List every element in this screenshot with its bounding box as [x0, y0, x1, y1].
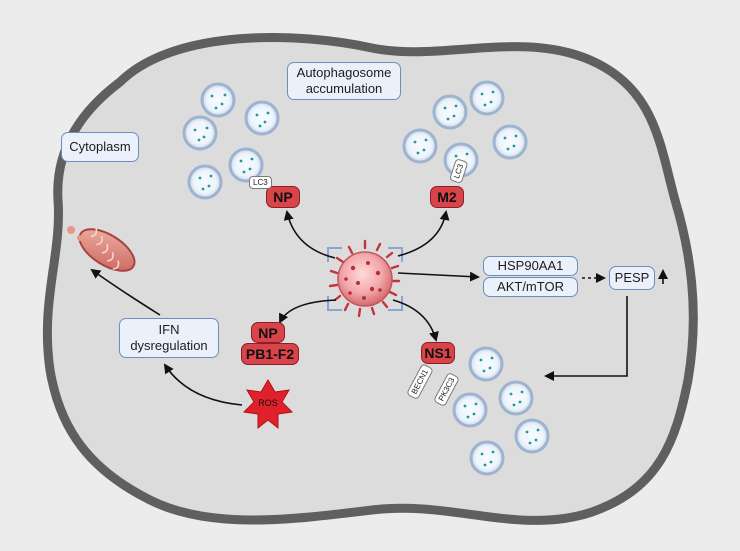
ns1-text: NS1 — [424, 345, 452, 361]
pesp-text: PESP — [614, 270, 650, 285]
cytoplasm-text: Cytoplasm — [69, 139, 131, 154]
hsp90aa1-label: HSP90AA1 — [483, 256, 578, 276]
autophagosome-group-bottom — [452, 346, 550, 476]
np-top-text: NP — [273, 189, 293, 205]
ifn-text-line1: IFN — [158, 322, 180, 337]
ifn-dysregulation-label: IFN dysregulation — [119, 318, 219, 358]
lc3-left-text: LC3 — [253, 178, 268, 187]
np-bottom-text: NP — [258, 324, 278, 341]
arrow-to-ns1 — [392, 299, 439, 342]
autophagosome-text-line1: Autophagosome — [296, 65, 392, 80]
mitochondrion-icon — [67, 226, 136, 272]
ns1-protein: NS1 — [421, 342, 455, 364]
pesp-label: PESP — [609, 266, 655, 290]
ros-star-icon — [242, 379, 294, 430]
hsp90aa1-text: HSP90AA1 — [497, 258, 564, 273]
m2-text: M2 — [437, 189, 457, 205]
autophagosome-label: Autophagosome accumulation — [287, 62, 401, 100]
lc3-tag-left: LC3 — [249, 176, 272, 189]
vesicle-contents — [193, 90, 540, 467]
arrow-to-hsp — [397, 271, 480, 282]
np-protein-bottom: NP — [251, 322, 285, 343]
arrow-ifn-to-mito — [90, 268, 161, 316]
m2-protein: M2 — [430, 186, 464, 208]
arrow-to-np-top — [283, 210, 336, 259]
arrow-to-m2 — [397, 210, 450, 257]
arrow-pesp-down — [544, 296, 628, 381]
arrow-ros-to-ifn — [163, 363, 243, 406]
akt-mtor-label: AKT/mTOR — [483, 277, 578, 297]
ros-label: ROS — [258, 398, 278, 408]
ifn-text-line2: dysregulation — [130, 338, 208, 353]
autophagosome-text-line2: accumulation — [305, 81, 383, 96]
np-protein-top: NP — [266, 186, 300, 208]
cytoplasm-label: Cytoplasm — [61, 132, 139, 162]
pb1-f2-text: PB1-F2 — [245, 346, 295, 362]
arrow-to-np-bottom — [279, 299, 337, 324]
pb1-f2-protein: PB1-F2 — [241, 343, 299, 365]
autophagosome-group-left — [182, 82, 280, 200]
autophagosome-group-right — [402, 80, 528, 178]
akt-mtor-text: AKT/mTOR — [497, 279, 564, 294]
lc3-right-text: LC3 — [452, 162, 466, 180]
